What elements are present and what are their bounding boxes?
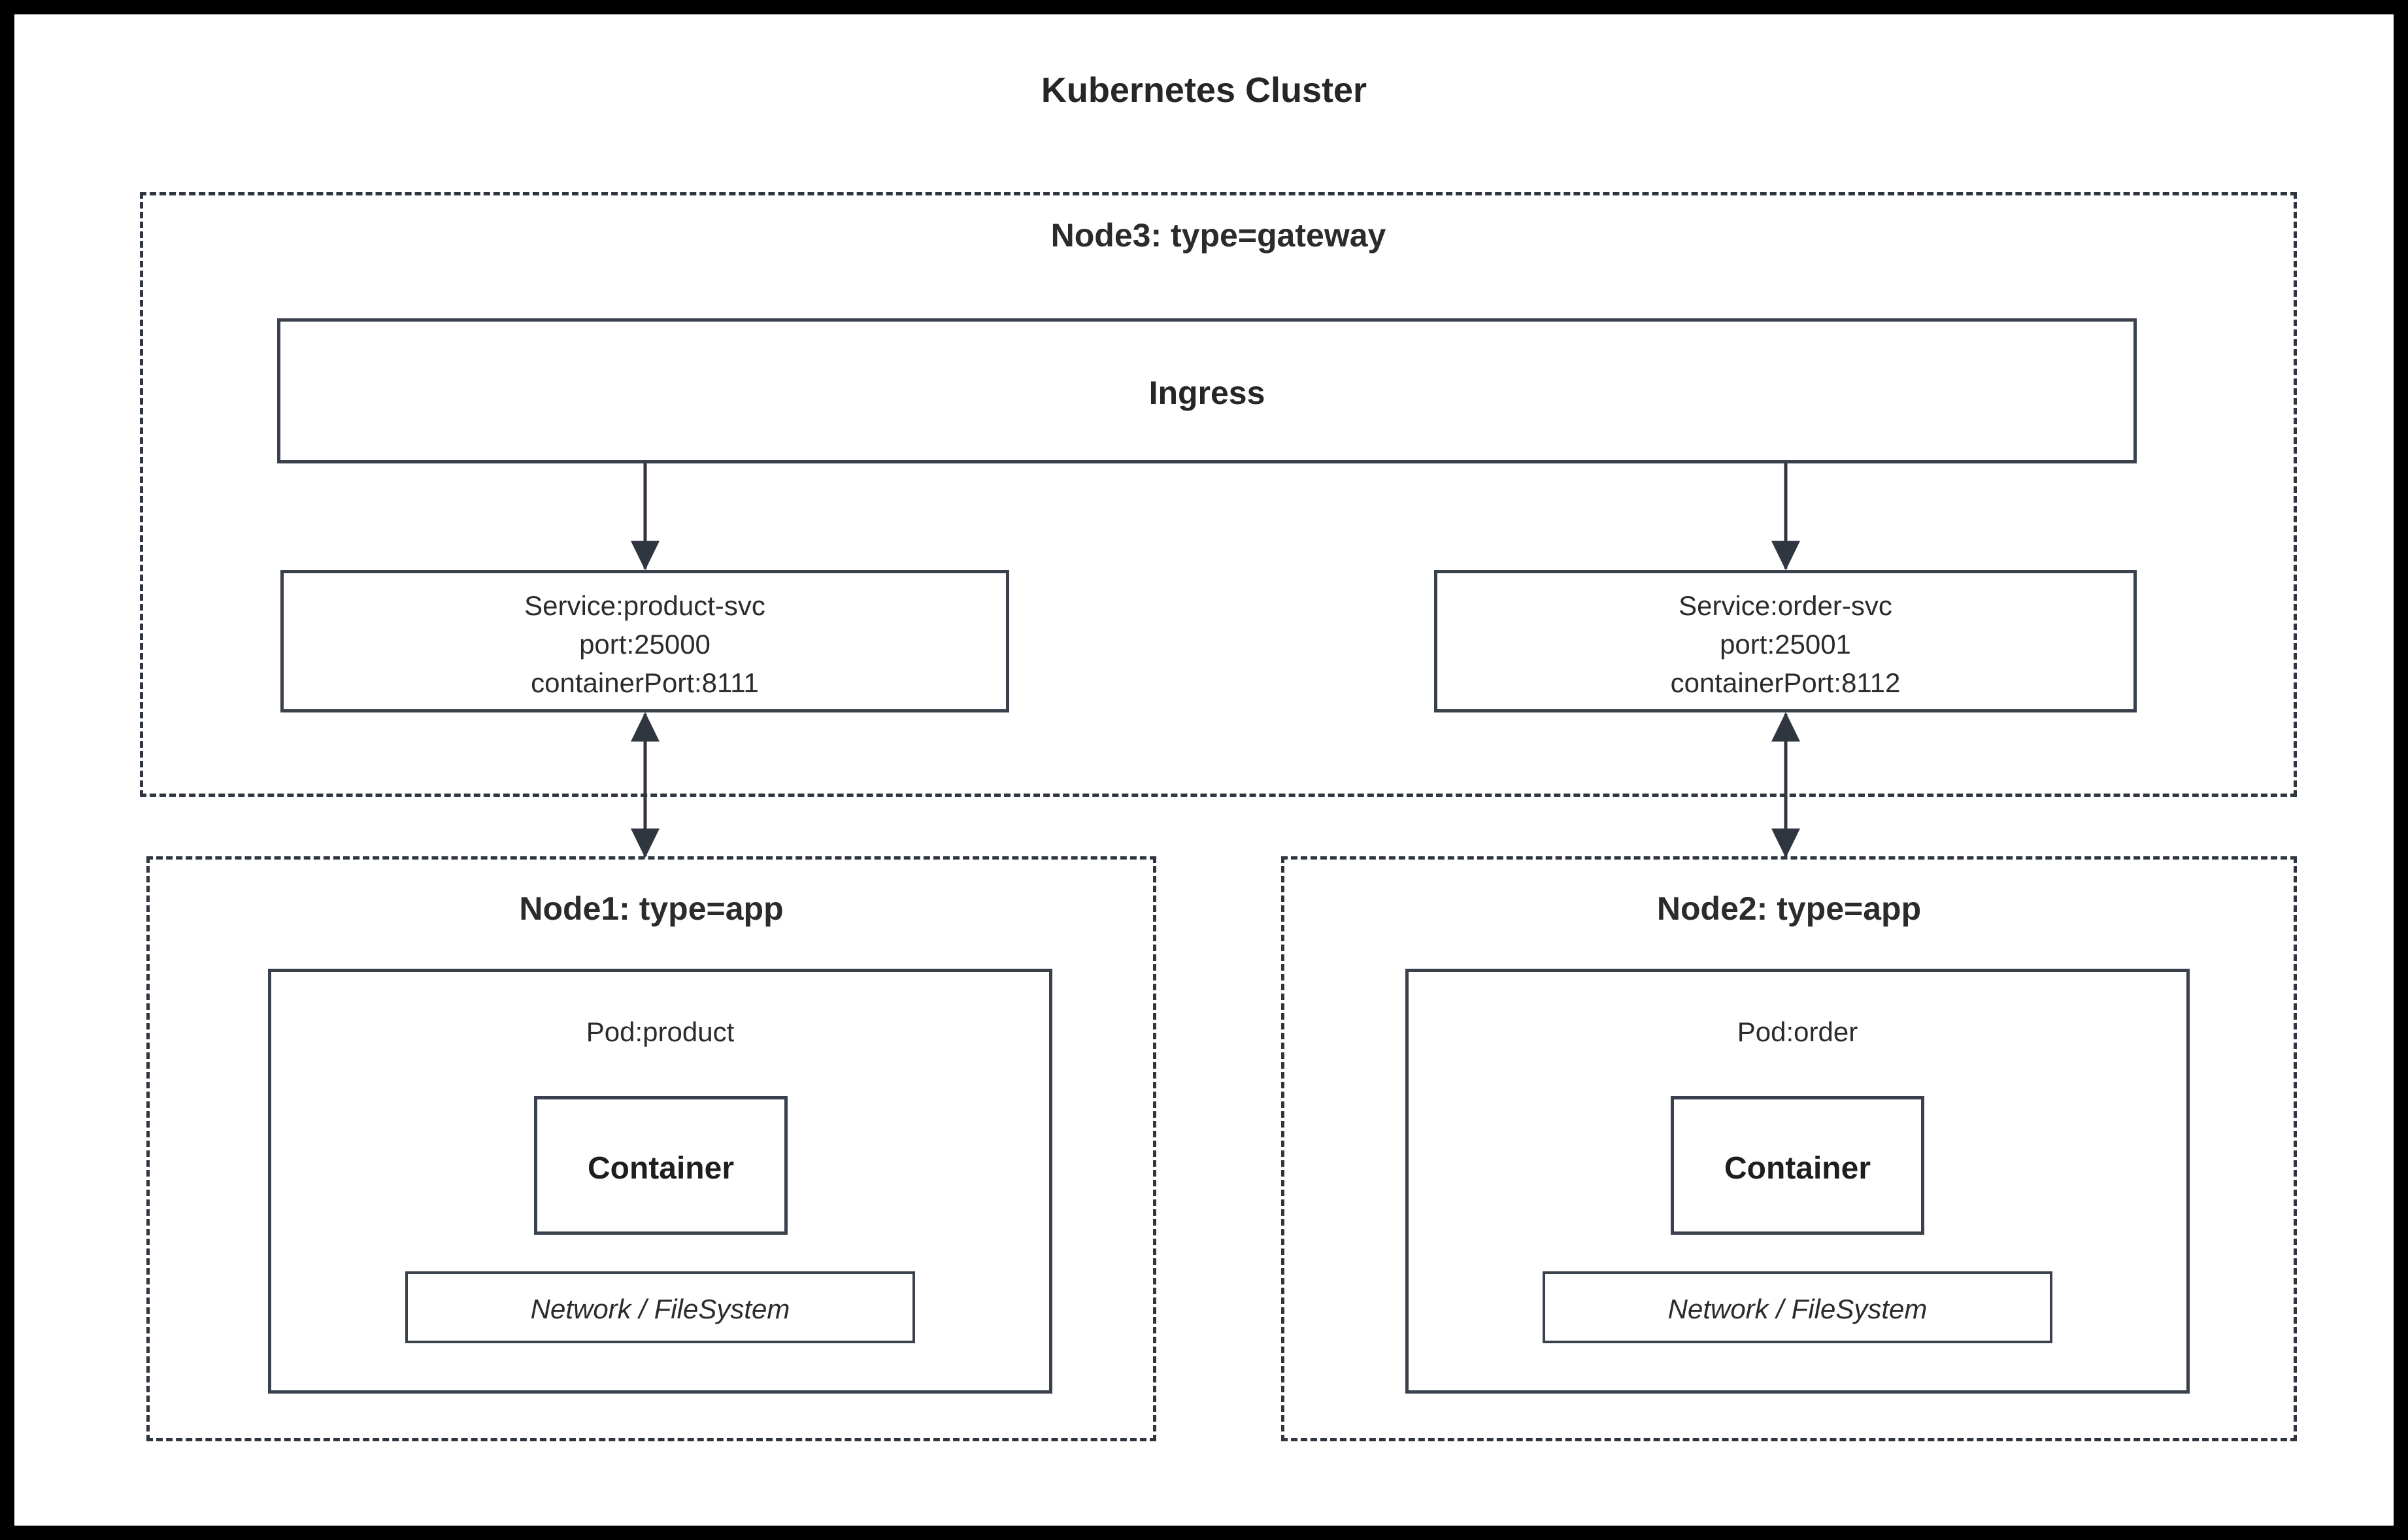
node-group-node2: [1281, 856, 2297, 1441]
network-filesystem-box-product[interactable]: Network / FileSystem: [405, 1271, 915, 1343]
network-filesystem-label-product: Network / FileSystem: [530, 1294, 790, 1324]
container-label-product: Container: [587, 1151, 734, 1186]
service-containerport-order-svc: containerPort:8112: [1670, 667, 1901, 698]
node3-title: Node3: type=gateway: [1050, 217, 1386, 254]
node-group-node3: [140, 192, 2297, 797]
page-title: Kubernetes Cluster: [1041, 71, 1367, 110]
ingress-label: Ingress: [1148, 375, 1265, 411]
ingress-box[interactable]: Ingress: [277, 318, 2137, 463]
pod-label-product: Pod:product: [586, 1016, 735, 1047]
node-group-node1: [146, 856, 1156, 1441]
service-box-order-svc[interactable]: Service:order-svc port:25001 containerPo…: [1434, 570, 2137, 712]
container-box-product[interactable]: Container: [534, 1096, 788, 1235]
container-box-order[interactable]: Container: [1671, 1096, 1924, 1235]
service-name-order-svc: Service:order-svc: [1679, 590, 1892, 621]
service-containerport-product-svc: containerPort:8111: [531, 667, 759, 698]
network-filesystem-label-order: Network / FileSystem: [1667, 1294, 1928, 1324]
diagram-canvas: Kubernetes Cluster Node3: type=gateway I…: [14, 14, 2394, 1526]
service-box-product-svc[interactable]: Service:product-svc port:25000 container…: [280, 570, 1009, 712]
service-port-order-svc: port:25001: [1720, 629, 1851, 660]
service-port-product-svc: port:25000: [579, 629, 711, 660]
node1-title: Node1: type=app: [519, 890, 784, 927]
network-filesystem-box-order[interactable]: Network / FileSystem: [1543, 1271, 2052, 1343]
service-name-product-svc: Service:product-svc: [524, 590, 765, 621]
node2-title: Node2: type=app: [1656, 890, 1922, 927]
container-label-order: Container: [1724, 1151, 1871, 1186]
pod-label-order: Pod:order: [1737, 1016, 1858, 1047]
